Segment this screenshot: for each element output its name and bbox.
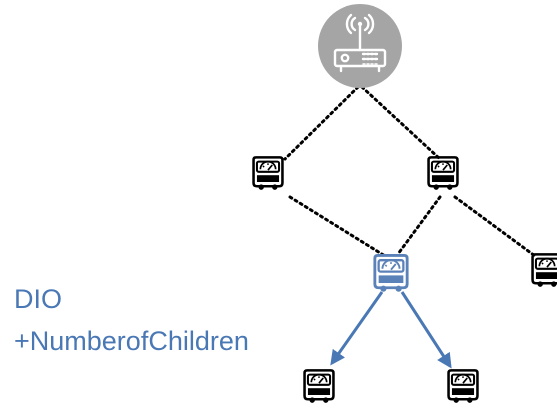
link-root-right [360,85,442,161]
dio-label: DIO [14,284,63,314]
meter-node-center-highlight [373,253,409,294]
arrow-to-bottom-left [330,291,384,366]
meter-node-far-right [531,252,557,289]
arrow-to-bottom-right [400,291,452,369]
meter-node-bottom-left [303,368,335,405]
link-right-center [396,195,442,256]
meter-node-bottom-right [447,368,479,405]
arrows [330,291,452,369]
number-of-children-label: +NumberofChildren [14,326,249,356]
wifi-router-icon [333,13,387,73]
dotted-links [283,85,537,258]
link-left-center [288,195,387,258]
link-root-left [283,85,360,161]
meter-node-left [252,155,284,192]
root-router [318,4,402,88]
meter-node-right [427,155,459,192]
link-right-farright [453,195,537,258]
